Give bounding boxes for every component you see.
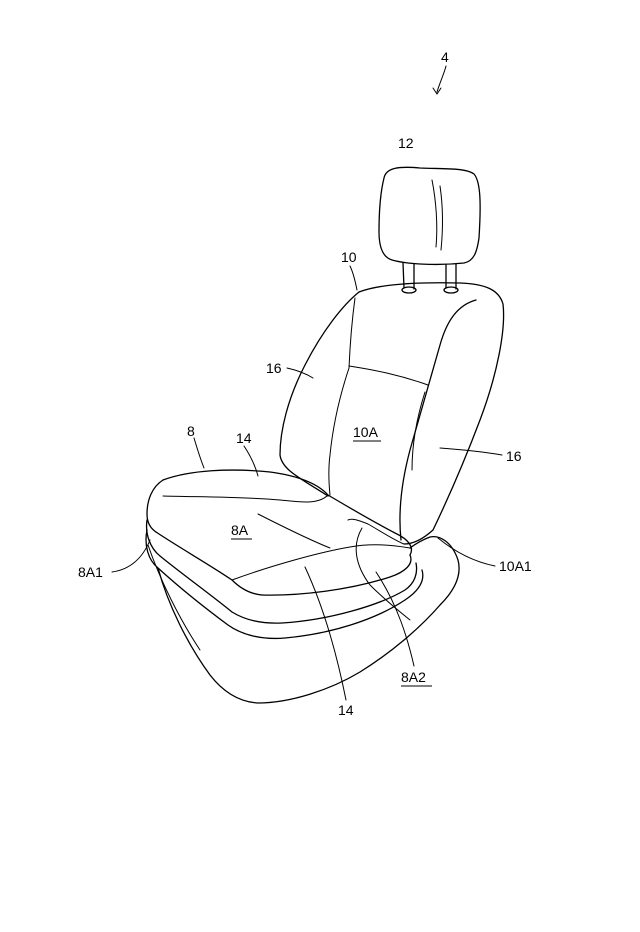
label-figure-ref: 4 — [441, 49, 449, 65]
label-cushion-face: 8A — [231, 522, 249, 538]
label-cushion-side-top: 14 — [236, 430, 252, 446]
reference-labels: 4 12 10 16 10A 16 8 14 8A 8A1 10A1 8A2 1… — [78, 49, 532, 718]
label-headrest: 12 — [398, 135, 414, 151]
label-seatback-edge: 10A1 — [499, 558, 532, 574]
figure-ref-arrow — [437, 66, 446, 92]
label-cushion-rear-edge: 8A2 — [401, 669, 426, 685]
label-cushion-side-bottom: 14 — [338, 702, 354, 718]
label-seatback: 10 — [341, 249, 357, 265]
headrest — [379, 167, 480, 293]
label-seatback-face: 10A — [353, 424, 379, 440]
label-cushion-edge: 8A1 — [78, 564, 103, 580]
seatback — [280, 283, 504, 544]
label-side-support-right: 16 — [506, 448, 522, 464]
label-side-support-left: 16 — [266, 360, 282, 376]
label-cushion: 8 — [187, 423, 195, 439]
